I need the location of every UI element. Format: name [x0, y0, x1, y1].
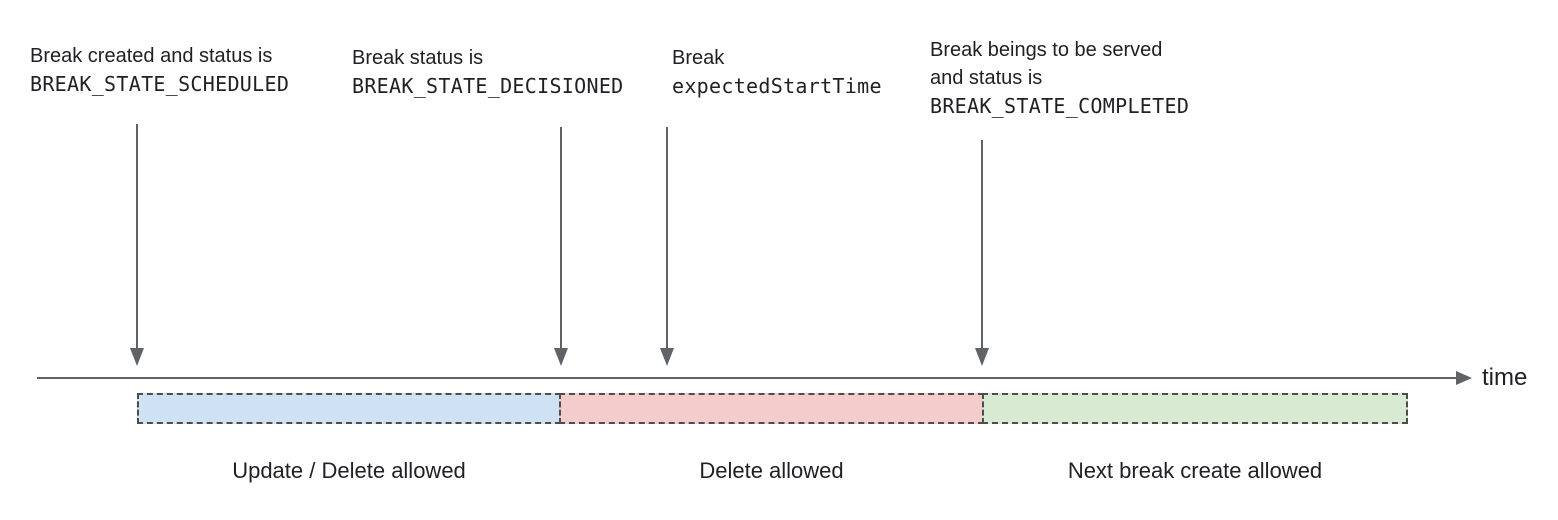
- annotation-text: Break: [672, 47, 725, 69]
- annotation-text: Break created and status is: [30, 45, 273, 67]
- segment-delete-allowed: [559, 393, 984, 424]
- segment-next-break-create-allowed: [982, 393, 1408, 424]
- annotation-text: and status is: [930, 67, 1043, 89]
- time-axis-arrowhead-icon: [1456, 371, 1472, 385]
- annotation-code: expectedStartTime: [672, 74, 882, 98]
- annotation-expected-start-time: Break expectedStartTime: [672, 44, 882, 100]
- arrow-head: [660, 348, 674, 366]
- arrow-shaft: [560, 127, 562, 348]
- arrow-shaft: [981, 140, 983, 348]
- time-axis-label: time: [1482, 364, 1528, 391]
- annotation-break-scheduled: Break created and status is BREAK_STATE_…: [30, 42, 289, 98]
- arrow-head: [975, 348, 989, 366]
- annotation-code: BREAK_STATE_COMPLETED: [930, 94, 1190, 118]
- segment-label-next-break: Next break create allowed: [1067, 458, 1323, 483]
- arrow-head: [554, 348, 568, 366]
- annotation-break-completed: Break beings to be served and status is …: [930, 36, 1189, 120]
- down-arrow-completed-icon: [975, 140, 989, 366]
- down-arrow-scheduled-icon: [130, 124, 144, 366]
- annotation-code: BREAK_STATE_DECISIONED: [352, 74, 624, 98]
- annotation-text: Break status is: [352, 47, 484, 69]
- annotation-text: Break beings to be served: [930, 39, 1163, 61]
- arrow-shaft: [136, 124, 138, 348]
- down-arrow-decisioned-icon: [554, 127, 568, 366]
- annotation-code: BREAK_STATE_SCHEDULED: [30, 72, 290, 96]
- arrow-head: [130, 348, 144, 366]
- segment-label-update-delete: Update / Delete allowed: [232, 458, 466, 483]
- annotation-break-decisioned: Break status is BREAK_STATE_DECISIONED: [352, 44, 624, 100]
- down-arrow-expected-start-icon: [660, 127, 674, 366]
- time-axis: [37, 377, 1456, 379]
- segment-label-delete: Delete allowed: [699, 458, 844, 483]
- segment-update-delete-allowed: [137, 393, 561, 424]
- arrow-shaft: [666, 127, 668, 348]
